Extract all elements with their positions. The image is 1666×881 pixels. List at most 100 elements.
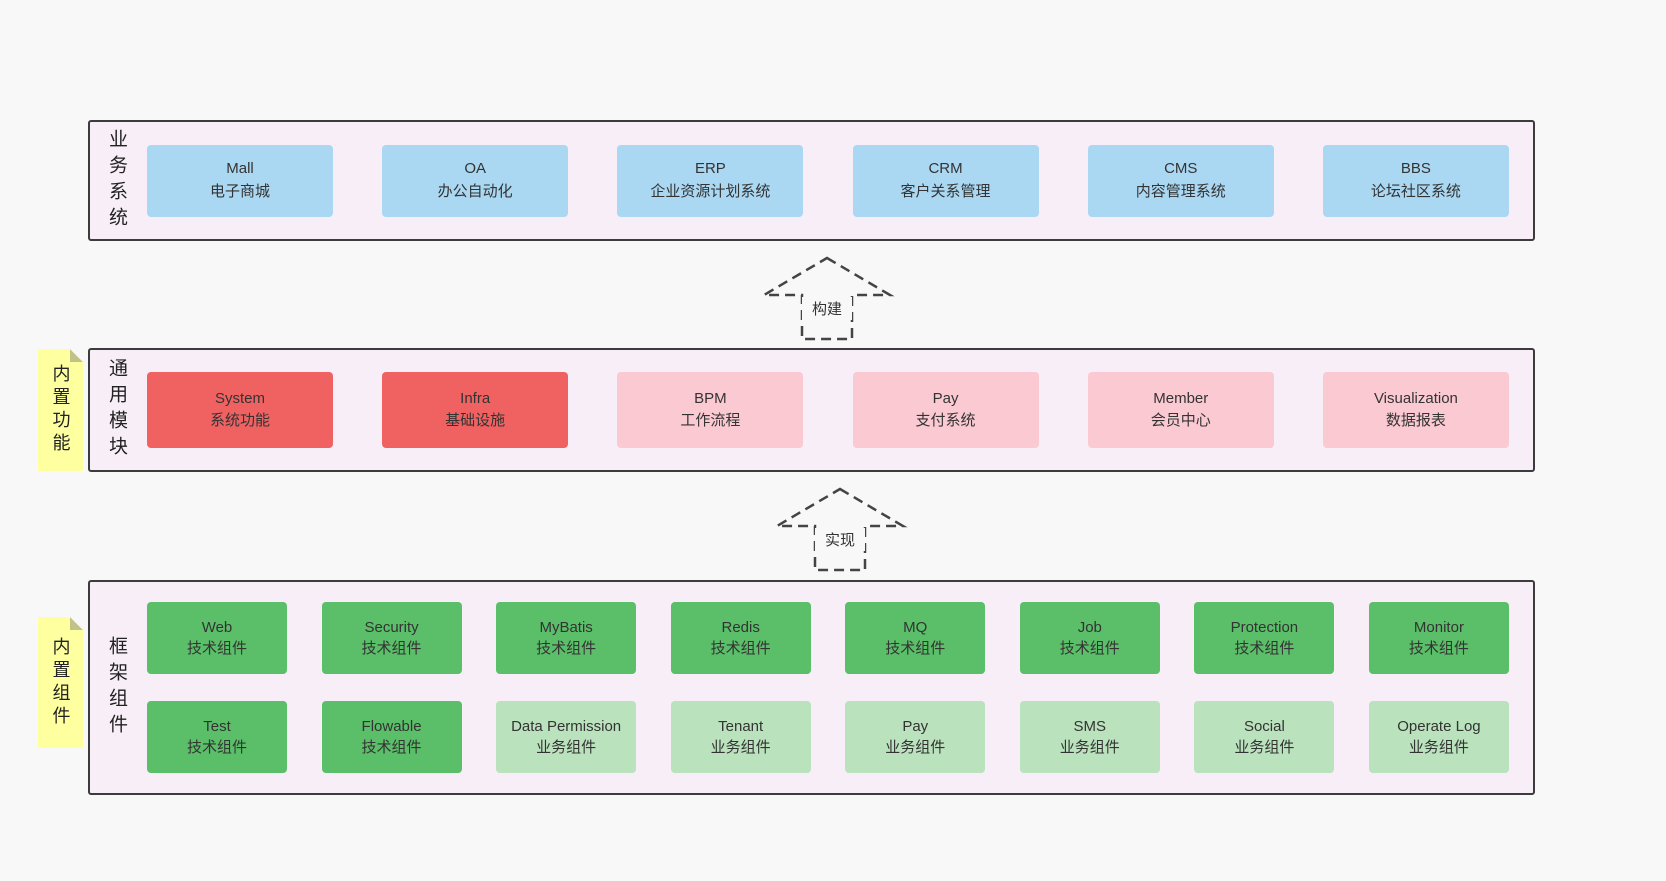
box-job: Job 技术组件 xyxy=(1019,602,1160,674)
box-test: Test 技术组件 xyxy=(147,701,287,773)
box-title: CMS xyxy=(1164,160,1198,177)
box-mybatis: MyBatis 技术组件 xyxy=(496,602,637,674)
implement-arrow-label: 实现 xyxy=(825,532,855,549)
box-subtitle: 技术组件 xyxy=(536,640,597,657)
box-erp: ERP 企业资源计划系统 xyxy=(617,144,804,217)
box-subtitle: 技术组件 xyxy=(361,739,422,756)
business-systems-panel: 业务系统 Mall 电子商城 OA 办公自动化 ERP 企业资源计划系统 CRM… xyxy=(88,120,1535,241)
build-arrow-icon: 构建 xyxy=(757,255,897,343)
business-systems-side-label: 业务系统 xyxy=(106,128,127,233)
box-crm: CRM 客户关系管理 xyxy=(852,144,1039,217)
common-modules-side-label: 通用模块 xyxy=(106,358,127,462)
box-subtitle: 工作流程 xyxy=(680,412,741,429)
box-title: Flowable xyxy=(361,718,422,735)
box-protection: Protection 技术组件 xyxy=(1194,602,1335,674)
box-subtitle: 业务组件 xyxy=(1408,739,1469,756)
box-subtitle: 技术组件 xyxy=(186,640,247,657)
box-cms: CMS 内容管理系统 xyxy=(1087,144,1274,217)
box-title: BBS xyxy=(1400,160,1431,177)
box-subtitle: 技术组件 xyxy=(361,640,422,657)
box-subtitle: 业务组件 xyxy=(1059,739,1120,756)
box-title: ERP xyxy=(694,160,726,177)
box-title: Redis xyxy=(721,619,760,636)
builtin-components-note-label: 内置组件 xyxy=(50,636,71,729)
box-visualization: Visualization 数据报表 xyxy=(1322,372,1509,448)
box-subtitle: 客户关系管理 xyxy=(900,182,991,200)
framework-components-row-1: Web 技术组件 Security 技术组件 MyBatis 技术组件 Redi… xyxy=(147,602,1509,674)
box-subtitle: 基础设施 xyxy=(445,412,506,429)
box-subtitle: 系统功能 xyxy=(209,412,270,429)
box-subtitle: 业务组件 xyxy=(536,739,597,756)
box-bbs: BBS 论坛社区系统 xyxy=(1322,144,1509,217)
box-subtitle: 电子商城 xyxy=(209,182,270,200)
box-title: Social xyxy=(1243,718,1285,735)
box-title: MyBatis xyxy=(539,619,593,636)
box-title: Job xyxy=(1077,619,1102,636)
box-subtitle: 论坛社区系统 xyxy=(1370,182,1461,200)
box-subtitle: 技术组件 xyxy=(1059,640,1120,657)
box-title: Security xyxy=(364,619,419,636)
box-redis: Redis 技术组件 xyxy=(670,602,811,674)
box-title: System xyxy=(214,389,265,407)
box-title: Pay xyxy=(902,718,929,735)
box-infra: Infra 基础设施 xyxy=(382,372,569,448)
box-operate-log: Operate Log 业务组件 xyxy=(1368,701,1509,773)
framework-components-side-label: 框架组件 xyxy=(106,635,127,740)
box-subtitle: 技术组件 xyxy=(1234,640,1295,657)
box-subtitle: 技术组件 xyxy=(710,640,771,657)
box-pay-module: Pay 支付系统 xyxy=(852,372,1039,448)
box-mq: MQ 技术组件 xyxy=(845,602,986,674)
note-fold-corner xyxy=(70,349,83,362)
box-title: Operate Log xyxy=(1397,718,1481,735)
box-subtitle: 业务组件 xyxy=(885,739,946,756)
box-monitor: Monitor 技术组件 xyxy=(1368,602,1509,674)
box-subtitle: 会员中心 xyxy=(1150,412,1211,429)
box-subtitle: 数据报表 xyxy=(1385,412,1446,429)
box-title: Protection xyxy=(1230,619,1299,636)
box-title: Test xyxy=(203,718,231,735)
box-oa: OA 办公自动化 xyxy=(382,144,569,217)
box-title: Web xyxy=(201,619,233,636)
box-subtitle: 技术组件 xyxy=(186,739,247,756)
box-data-permission: Data Permission 业务组件 xyxy=(496,701,637,773)
business-systems-row: Mall 电子商城 OA 办公自动化 ERP 企业资源计划系统 CRM 客户关系… xyxy=(147,144,1509,217)
box-title: CRM xyxy=(928,160,963,177)
box-title: Pay xyxy=(932,389,959,407)
box-subtitle: 企业资源计划系统 xyxy=(650,182,771,200)
box-mall: Mall 电子商城 xyxy=(147,144,333,217)
box-title: OA xyxy=(464,160,487,177)
box-system: System 系统功能 xyxy=(147,372,333,448)
implement-arrow-icon: 实现 xyxy=(770,486,910,574)
box-flowable: Flowable 技术组件 xyxy=(321,701,462,773)
box-sms: SMS 业务组件 xyxy=(1019,701,1160,773)
framework-components-panel: 框架组件 Web 技术组件 Security 技术组件 MyBatis 技术组件… xyxy=(88,580,1535,795)
box-pay-component: Pay 业务组件 xyxy=(845,701,986,773)
build-arrow-label: 构建 xyxy=(812,301,842,318)
box-tenant: Tenant 业务组件 xyxy=(670,701,811,773)
box-title: Infra xyxy=(460,389,491,407)
box-subtitle: 技术组件 xyxy=(1408,640,1469,657)
box-title: MQ xyxy=(903,619,928,636)
box-title: Data Permission xyxy=(511,718,622,735)
framework-components-row-2: Test 技术组件 Flowable 技术组件 Data Permission … xyxy=(147,701,1509,773)
box-title: Monitor xyxy=(1413,619,1464,636)
box-title: Visualization xyxy=(1373,389,1458,407)
builtin-features-note-label: 内置功能 xyxy=(50,364,71,456)
common-modules-row: System 系统功能 Infra 基础设施 BPM 工作流程 Pay 支付系统… xyxy=(147,372,1509,448)
box-subtitle: 业务组件 xyxy=(1234,739,1295,756)
builtin-features-note: 内置功能 xyxy=(38,349,83,471)
box-bpm: BPM 工作流程 xyxy=(617,372,804,448)
box-title: Mall xyxy=(226,160,254,177)
box-web: Web 技术组件 xyxy=(147,602,287,674)
common-modules-panel: 通用模块 System 系统功能 Infra 基础设施 BPM 工作流程 Pay… xyxy=(88,348,1535,472)
box-subtitle: 支付系统 xyxy=(915,412,976,429)
box-social: Social 业务组件 xyxy=(1194,701,1335,773)
box-title: Tenant xyxy=(718,718,764,735)
builtin-components-note: 内置组件 xyxy=(38,617,83,748)
box-subtitle: 内容管理系统 xyxy=(1135,182,1226,200)
box-title: SMS xyxy=(1073,718,1107,735)
box-title: BPM xyxy=(694,389,727,407)
box-subtitle: 业务组件 xyxy=(710,739,771,756)
note-fold-corner xyxy=(70,617,83,630)
box-security: Security 技术组件 xyxy=(321,602,462,674)
